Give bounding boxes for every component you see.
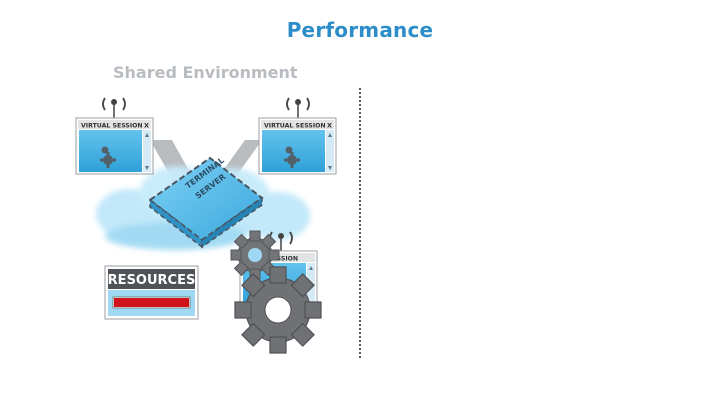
session-label-2: VIRTUAL SESSION [264, 123, 326, 130]
resources-label: RESOURCES [108, 273, 196, 288]
virtual-session-window-2 [258, 97, 337, 175]
wireless-icon [102, 97, 126, 118]
resources-panel [104, 265, 199, 320]
wireless-icon [286, 97, 310, 118]
session-label-3: SESSION [268, 256, 298, 263]
virtual-session-window-1 [75, 97, 154, 175]
resources-level-bar [114, 298, 189, 307]
gear-icon [234, 266, 322, 354]
panel-divider [359, 88, 361, 358]
small-gear-icon [100, 146, 116, 168]
small-gear-icon [284, 146, 300, 168]
gear-icon [230, 230, 280, 280]
close-icon[interactable]: X [327, 122, 332, 130]
close-icon[interactable]: X [144, 122, 149, 130]
terminal-server [148, 156, 264, 249]
page-title: Performance [286, 18, 434, 42]
section-title: Shared Environment [113, 63, 298, 82]
session-label-1: VIRTUAL SESSION [81, 123, 143, 130]
